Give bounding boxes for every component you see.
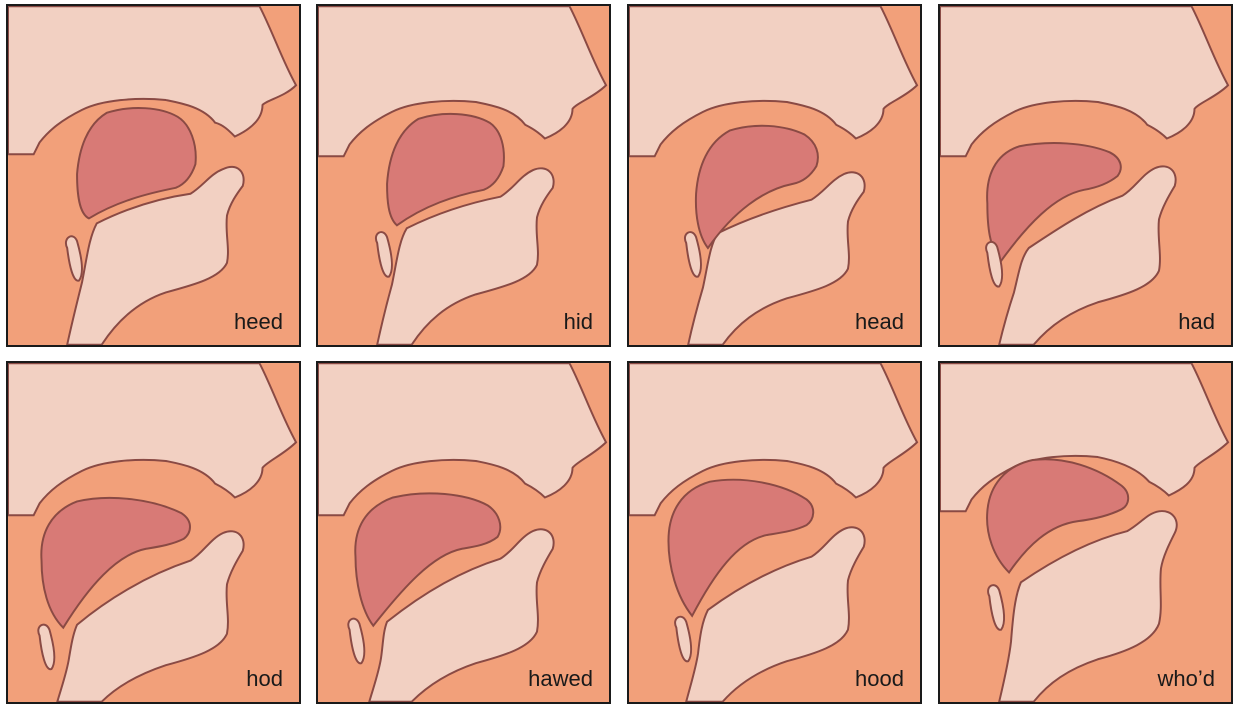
face-region	[318, 363, 606, 515]
vocal-tract-diagram-had	[940, 6, 1231, 345]
panel-whod: who’d	[938, 361, 1233, 704]
epiglottis	[66, 236, 82, 280]
panel-head: head	[627, 4, 922, 347]
panel-hawed: hawed	[316, 361, 611, 704]
vowel-label: hid	[564, 311, 593, 333]
vowel-label: hood	[855, 668, 904, 690]
panel-had: had	[938, 4, 1233, 347]
vowel-label: hod	[246, 668, 283, 690]
vowel-label: had	[1178, 311, 1215, 333]
epiglottis	[988, 585, 1004, 630]
vowel-label: hawed	[528, 668, 593, 690]
face-region	[940, 6, 1228, 156]
epiglottis	[348, 619, 364, 664]
vowel-label: heed	[234, 311, 283, 333]
vocal-tract-diagram-hawed	[318, 363, 609, 702]
vocal-tract-diagram-whod	[940, 363, 1231, 702]
vowel-label: who’d	[1158, 668, 1215, 690]
epiglottis	[685, 232, 701, 277]
vocal-tract-diagram-hod	[8, 363, 299, 702]
vocal-tract-diagram-heed	[8, 6, 299, 345]
panel-hood: hood	[627, 361, 922, 704]
panel-hod: hod	[6, 361, 301, 704]
panel-hid: hid	[316, 4, 611, 347]
epiglottis	[675, 617, 691, 662]
vowel-label: head	[855, 311, 904, 333]
vocal-tract-diagram-hid	[318, 6, 609, 345]
face-region	[8, 363, 296, 515]
epiglottis	[38, 625, 54, 670]
panel-heed: heed	[6, 4, 301, 347]
epiglottis	[376, 232, 392, 277]
vocal-tract-diagram-head	[629, 6, 920, 345]
vocal-tract-diagram-hood	[629, 363, 920, 702]
